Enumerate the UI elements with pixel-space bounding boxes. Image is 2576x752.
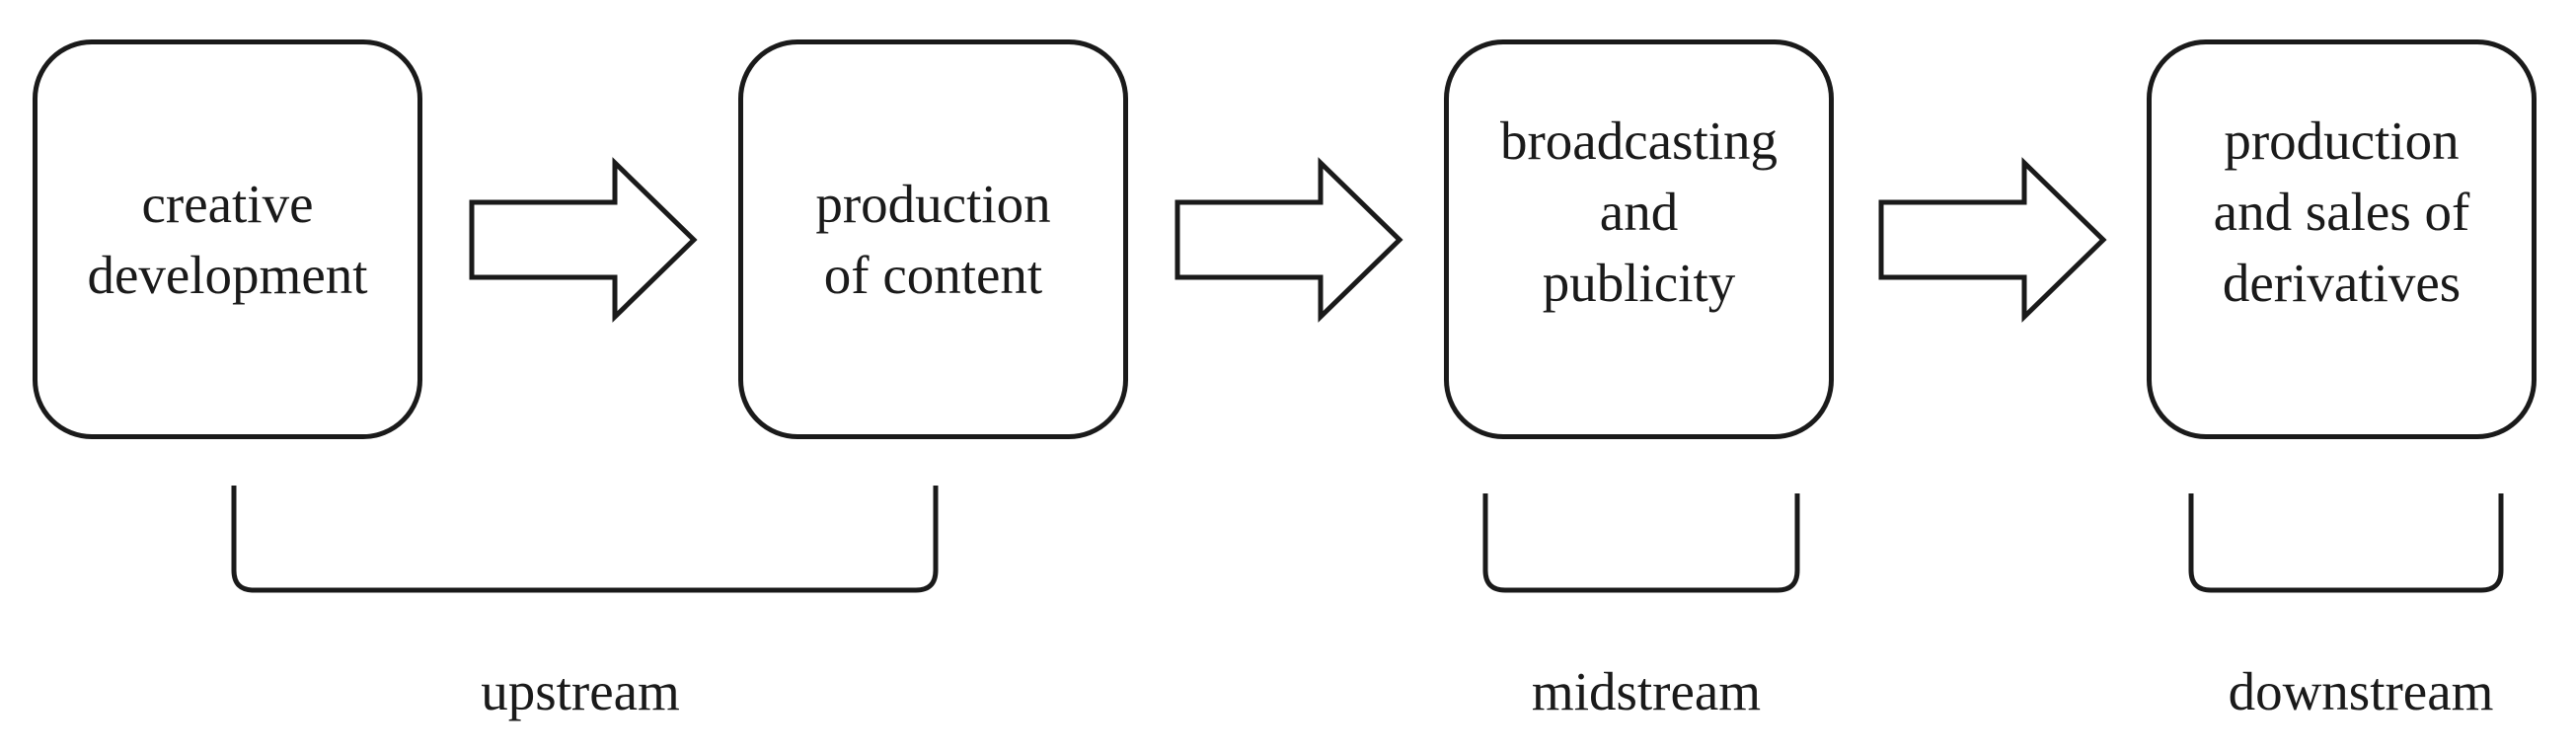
node-label-production-and-sales-of-derivatives: production and sales of derivatives xyxy=(2213,111,2470,313)
node-creative-development: creative development xyxy=(33,39,422,439)
bracket-midstream xyxy=(1482,493,1800,593)
arrow-3-icon xyxy=(1878,157,2107,323)
bracket-downstream xyxy=(2188,493,2504,593)
node-production-and-sales-of-derivatives: production and sales of derivatives xyxy=(2147,39,2537,439)
node-label-production-of-content: production of content xyxy=(815,173,1051,305)
node-production-of-content: production of content xyxy=(738,39,1128,439)
node-broadcasting-and-publicity: broadcasting and publicity xyxy=(1444,39,1834,439)
node-label-creative-development: creative development xyxy=(87,173,368,305)
bracket-upstream xyxy=(231,486,939,593)
group-label-downstream: downstream xyxy=(2228,661,2494,721)
group-label-midstream: midstream xyxy=(1531,661,1762,721)
arrow-2-icon xyxy=(1174,157,1403,323)
arrow-1-icon xyxy=(469,157,698,323)
group-label-upstream: upstream xyxy=(481,661,680,721)
node-label-broadcasting-and-publicity: broadcasting and publicity xyxy=(1499,111,1778,313)
